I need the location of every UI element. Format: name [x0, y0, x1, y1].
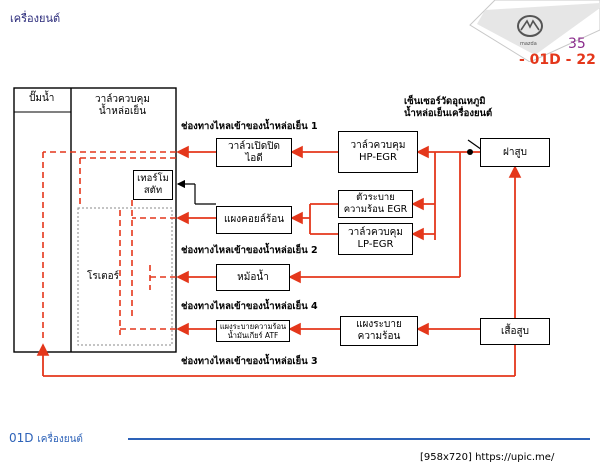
throttle-valve-box: วาล์วเปิดปิด ไอดี — [216, 138, 292, 167]
lp-egr-valve-label: วาล์วควบคุม LP-EGR — [348, 227, 403, 250]
coolant-path-1-label: ช่องทางไหลเข้าของน้ำหล่อเย็น 1 — [181, 121, 318, 132]
footer-section: 01D เครื่องยนต์ — [9, 431, 83, 447]
pump-enclosure — [13, 87, 177, 353]
page-number: 35 — [568, 36, 586, 52]
throttle-valve-label: วาล์วเปิดปิด ไอดี — [227, 140, 281, 164]
sensor-dot — [467, 149, 473, 155]
egr-cooler-box: ตัวระบาย ความร้อน EGR — [338, 190, 413, 218]
coolant-path-3-label: ช่องทางไหลเข้าของน้ำหล่อเย็น 3 — [181, 356, 318, 367]
page-code: - 01D - 22 — [519, 52, 596, 68]
rotor-region — [77, 207, 173, 346]
atf-cooler-box: แผงระบายความร้อน น้ำมันเกียร์ ATF — [216, 320, 290, 342]
heater-core-box: แผงคอยล์ร้อน — [216, 206, 292, 234]
footer-code: 01D — [9, 431, 34, 445]
cylinder-block-box: เสื้อสูบ — [480, 318, 550, 345]
oil-cooler-label: แผงระบาย ความร้อน — [356, 319, 402, 342]
cylinder-block-label: เสื้อสูบ — [501, 325, 529, 337]
svg-text:mazda: mazda — [520, 41, 537, 47]
control-valve-label: วาล์วควบคุม น้ำหล่อเย็น — [95, 94, 150, 117]
heater-core-label: แผงคอยล์ร้อน — [223, 214, 285, 225]
thermostat-box: เทอร์โมสตัท — [133, 170, 173, 200]
coolant-path-4-label: ช่องทางไหลเข้าของน้ำหล่อเย็น 4 — [181, 301, 318, 312]
egr-cooler-label: ตัวระบาย ความร้อน EGR — [343, 192, 408, 215]
hp-egr-valve-label: วาล์วควบคุม HP-EGR — [350, 140, 406, 163]
water-pump-label: ปั๊มน้ำ — [29, 93, 55, 104]
thermostat-label: เทอร์โมสตัท — [137, 173, 169, 196]
atf-cooler-label: แผงระบายความร้อน น้ำมันเกียร์ ATF — [219, 322, 287, 340]
cylinder-head-label: ฝาสูบ — [503, 146, 527, 158]
rotor-label: โรเตอร์ — [87, 271, 120, 282]
sensor-label: เซ็นเซอร์วัดอุณหภูมิ น้ำหล่อเย็นเครื่องย… — [404, 96, 493, 119]
hp-egr-valve-box: วาล์วควบคุม HP-EGR — [338, 131, 418, 173]
watermark: [958x720] https://upic.me/ — [420, 452, 555, 463]
radiator-box: หม้อน้ำ — [216, 264, 290, 291]
coolant-path-2-label: ช่องทางไหลเข้าของน้ำหล่อเย็น 2 — [181, 245, 318, 256]
footer-label: เครื่องยนต์ — [37, 434, 83, 445]
header-title: เครื่องยนต์ — [10, 12, 61, 25]
mazda-logo: mazda — [469, 0, 600, 62]
radiator-label: หม้อน้ำ — [237, 271, 269, 283]
oil-cooler-box: แผงระบาย ความร้อน — [340, 316, 418, 346]
cylinder-head-box: ฝาสูบ — [480, 138, 550, 167]
footer-divider — [128, 438, 590, 440]
lp-egr-valve-box: วาล์วควบคุม LP-EGR — [338, 223, 413, 255]
